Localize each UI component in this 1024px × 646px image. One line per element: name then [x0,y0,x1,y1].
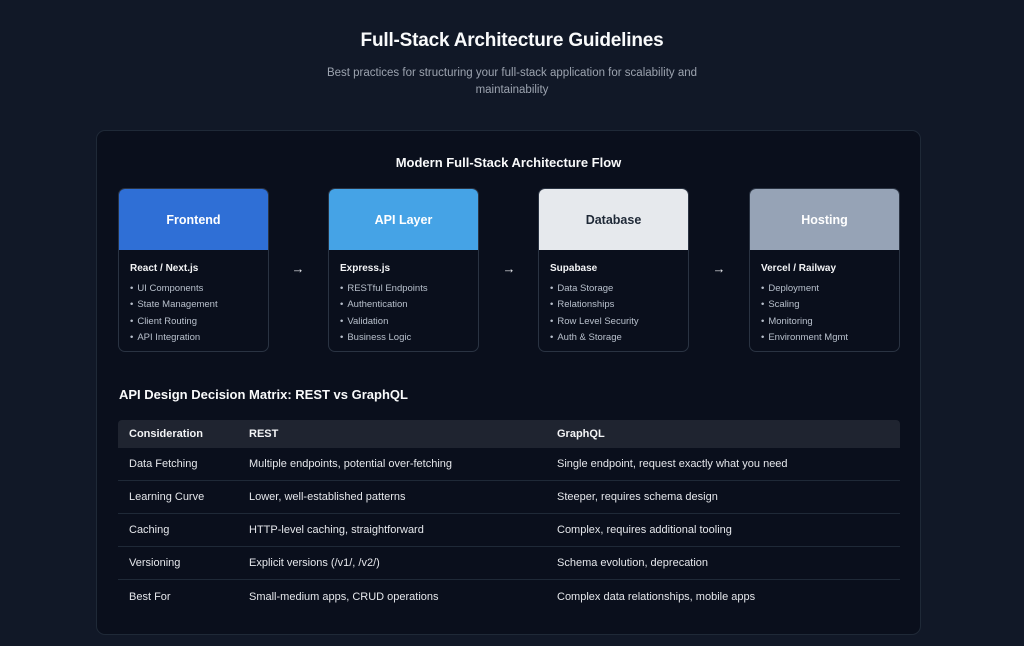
bullet-icon: • [340,331,344,343]
flow-box-item: •Business Logic [340,331,412,343]
flow-box-item: •Monitoring [761,315,813,327]
table-row: Learning Curve Lower, well-established p… [118,481,900,514]
bullet-icon: • [130,299,134,311]
flow-box-item: •Environment Mgmt [761,331,849,343]
column-header: REST [249,428,279,440]
table-cell: Complex, requires additional tooling [557,524,732,536]
bullet-icon: • [340,299,344,311]
column-header: Consideration [129,428,203,440]
bullet-icon: • [550,283,554,294]
flow-box-tech: Supabase [550,263,598,274]
bullet-icon: • [761,331,765,343]
flow-box-tech: Express.js [340,263,391,274]
table-cell: Explicit versions (/v1/, /v2/) [249,557,380,569]
column-header: GraphQL [557,428,605,440]
arrow-right-icon: → [712,261,726,276]
flow-box-item: •Relationships [550,299,615,311]
flow-box-item: •Auth & Storage [550,331,622,343]
bullet-icon: • [550,331,554,343]
bullet-icon: • [761,299,765,311]
table-cell: Schema evolution, deprecation [557,557,709,569]
page-title: Full-Stack Architecture Guidelines [360,30,664,51]
table-cell: Single endpoint, request exactly what yo… [557,458,788,470]
table-cell: HTTP-level caching, straightforward [249,524,424,536]
flow-box-header: Hosting [750,189,899,250]
table-row: Caching HTTP-level caching, straightforw… [118,514,900,547]
table-header-row: Consideration REST GraphQL [118,420,900,448]
flow-box-header: Database [539,189,688,250]
table-cell: Data Fetching [129,458,198,470]
table-cell: Best For [129,590,171,603]
flow-box-database: Database Supabase •Data Storage •Relatio… [538,188,689,352]
table-row: Data Fetching Multiple endpoints, potent… [118,448,900,481]
table-cell: Lower, well-established patterns [249,491,406,503]
flow-box-name: API Layer [374,212,433,227]
flow-box-header: Frontend [119,189,268,250]
bullet-icon: • [340,283,344,294]
bullet-icon: • [550,315,554,327]
bullet-icon: • [130,315,134,327]
bullet-icon: • [340,315,344,327]
table-row: Versioning Explicit versions (/v1/, /v2/… [118,547,900,580]
flow-box-item: •Authentication [340,299,408,311]
bullet-icon: • [130,283,134,294]
flow-box-frontend: Frontend React / Next.js •UI Components … [118,188,269,352]
decision-matrix-table: Consideration REST GraphQL Data Fetching… [118,420,900,613]
page-subtitle: Best practices for structuring your full… [326,67,698,96]
bullet-icon: • [550,299,554,311]
flow-box-hosting: Hosting Vercel / Railway •Deployment •Sc… [749,188,900,352]
flow-box-name: Database [585,212,642,227]
flow-box-api-layer: API Layer Express.js •RESTful Endpoints … [328,188,479,352]
flow-box-item: •API Integration [130,331,201,343]
flow-title: Modern Full-Stack Architecture Flow [395,155,622,170]
arrow-right-icon: → [502,261,516,276]
flow-box-item: •Row Level Security [550,315,639,327]
table-cell: Multiple endpoints, potential over-fetch… [249,458,453,470]
bullet-icon: • [761,283,765,294]
flow-box-item: •Validation [340,315,389,327]
table-cell: Learning Curve [129,491,205,503]
flow-box-item: •State Management [130,299,218,311]
flow-box-item: •Deployment [761,283,820,294]
table-row: Best For Small-medium apps, CRUD operati… [118,580,900,613]
bullet-icon: • [761,315,765,327]
flow-box-item: •Data Storage [550,283,614,294]
flow-box-tech: React / Next.js [130,263,199,274]
flow-box-header: API Layer [329,189,478,250]
bullet-icon: • [130,331,134,343]
flow-box-item: •Scaling [761,299,800,311]
matrix-title: API Design Decision Matrix: REST vs Grap… [119,387,408,402]
flow-box-item: •Client Routing [130,315,197,327]
arrow-right-icon: → [291,261,305,276]
flow-box-item: •UI Components [130,283,204,294]
table-cell: Complex data relationships, mobile apps [557,590,756,603]
architecture-card: Modern Full-Stack Architecture Flow Fron… [96,130,921,635]
flow-box-name: Hosting [801,212,848,227]
flow-box-tech: Vercel / Railway [761,263,837,274]
flow-box-name: Frontend [166,212,221,227]
table-cell: Versioning [129,557,181,569]
table-cell: Caching [129,524,170,536]
table-cell: Steeper, requires schema design [557,491,718,503]
table-cell: Small-medium apps, CRUD operations [249,590,439,603]
flow-box-item: •RESTful Endpoints [340,283,428,294]
